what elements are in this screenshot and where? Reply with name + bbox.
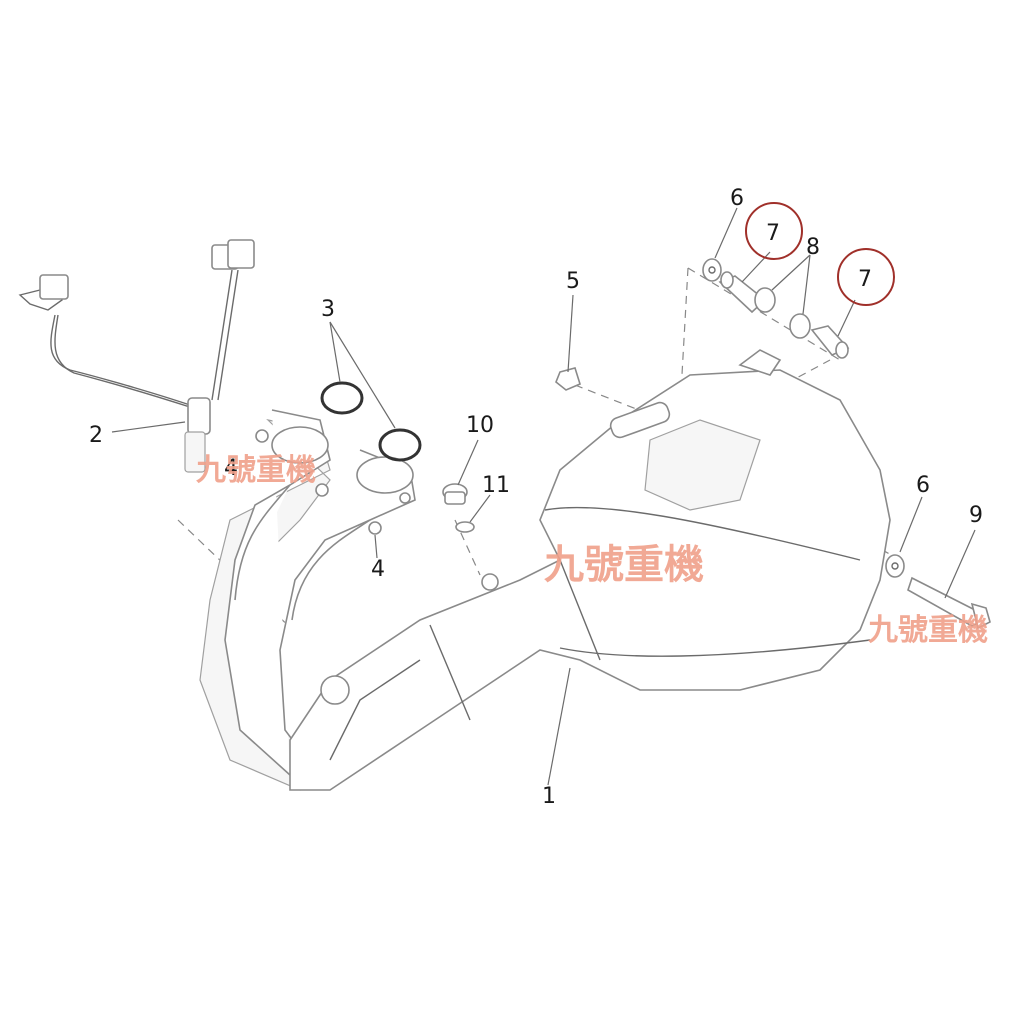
callout-10: 10 (466, 413, 494, 438)
callout-4b: 4 (371, 557, 385, 582)
watermark-text-c: 九號重機 (868, 613, 988, 648)
callout-1: 1 (542, 784, 556, 809)
highlight-circle-7a (745, 202, 803, 260)
callout-2: 2 (89, 423, 103, 448)
callout-4a: 4 (224, 456, 238, 481)
gaskets-part (320, 381, 422, 462)
callout-5: 5 (566, 269, 580, 294)
callout-9: 9 (969, 503, 983, 528)
hardware-parts (442, 258, 991, 630)
muffler-part (289, 349, 891, 791)
callout-7a: 7 (766, 221, 780, 246)
watermark-text-b: 九號重機 (544, 542, 704, 588)
callout-7b: 7 (858, 267, 872, 292)
callout-11: 11 (482, 473, 510, 498)
highlight-circle-7b (837, 248, 895, 306)
callout-3: 3 (321, 297, 335, 322)
oxygen-sensor-part (18, 239, 255, 473)
leader-lines (111, 207, 976, 786)
watermark-text-a: 九號重機 (196, 453, 316, 488)
callout-6a: 6 (730, 186, 744, 211)
callout-6b: 6 (916, 473, 930, 498)
callout-8: 8 (806, 235, 820, 260)
